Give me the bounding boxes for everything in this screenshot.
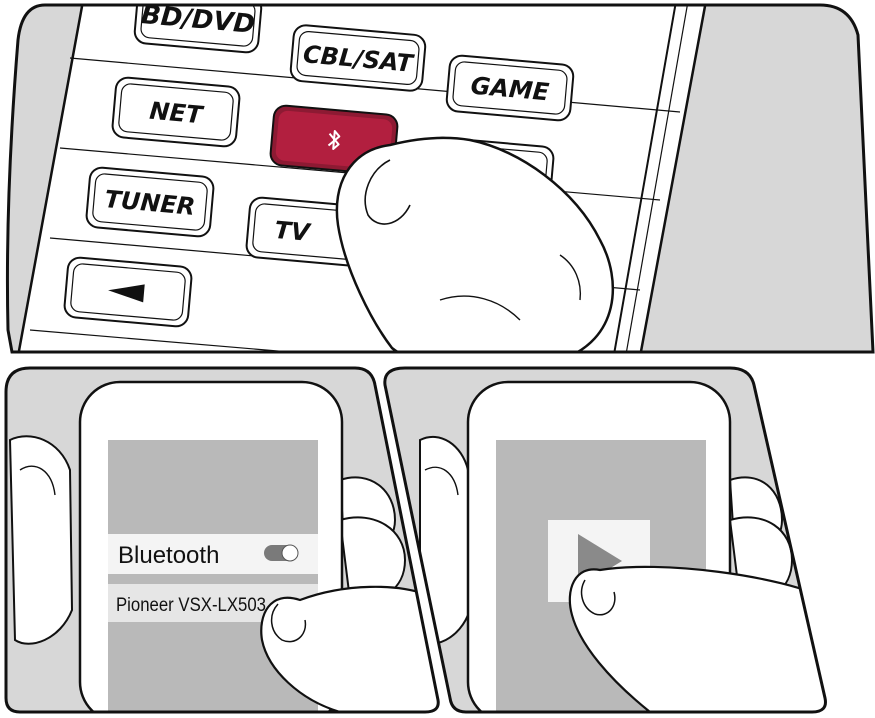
tuner-button[interactable]: TUNER [86,167,215,238]
game-button[interactable]: GAME [446,55,574,122]
tv-label: TV [273,216,313,247]
remote-panel: BD/DVD CBL/SAT GAME NET [0,0,875,400]
net-label: NET [148,97,205,130]
net-button[interactable]: NET [112,77,241,148]
back-button[interactable] [64,257,193,328]
cbl-sat-button[interactable]: CBL/SAT [290,24,426,91]
device-name-label: Pioneer VSX-LX503 [116,595,266,616]
bluetooth-setting-label: Bluetooth [118,542,219,569]
phone-settings-panel: Bluetooth Pioneer VSX-LX503 [0,360,450,718]
phone-player-panel [380,360,840,718]
bluetooth-toggle[interactable] [264,545,298,561]
